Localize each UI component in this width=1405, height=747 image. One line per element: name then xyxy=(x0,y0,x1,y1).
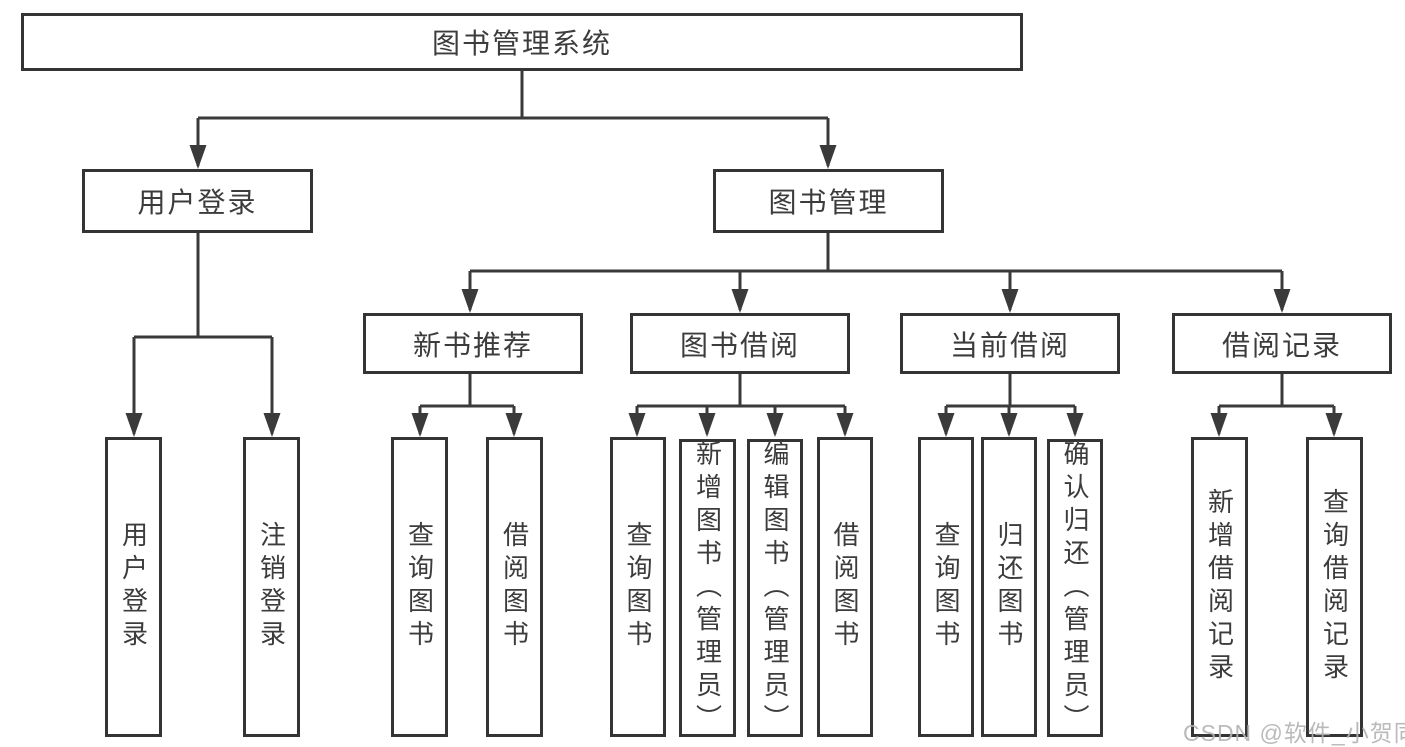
leaf-query-books-borrowing: 查询图书 xyxy=(610,437,666,737)
leaf-confirm-return-admin: 确认归还（管理员） xyxy=(1047,439,1103,737)
arrow-down-icon xyxy=(189,145,837,169)
leaf-return-books: 归还图书 xyxy=(981,437,1037,737)
leaf-borrow-books: 借阅图书 xyxy=(817,437,873,737)
node-user-login: 用户登录 xyxy=(82,169,313,233)
leaf-borrow-books-recommend: 借阅图书 xyxy=(486,437,543,737)
node-new-book-recommend-label: 新书推荐 xyxy=(412,329,533,361)
node-book-management-label: 图书管理 xyxy=(768,187,889,218)
connector-current-borrowing-to-leaves xyxy=(937,374,1084,437)
node-current-borrowing-label: 当前借阅 xyxy=(949,329,1070,361)
leaf-return-books-label: 归还图书 xyxy=(994,521,1024,653)
connector-new-book-recommend-to-leaves xyxy=(411,374,523,437)
leaf-add-borrow-record-label: 新增借阅记录 xyxy=(1204,488,1235,686)
leaf-query-borrow-record: 查询借阅记录 xyxy=(1306,437,1363,737)
leaf-query-books-current: 查询图书 xyxy=(918,437,974,737)
connector-borrowing-records-to-leaves xyxy=(1210,374,1343,437)
leaf-query-books-borrowing-label: 查询图书 xyxy=(623,521,653,653)
csdn-watermark: CSDN @软件_小贺同学 xyxy=(1183,720,1405,746)
arrow-down-icon xyxy=(628,413,854,437)
arrow-down-icon xyxy=(1210,413,1343,437)
connector-root-to-level2 xyxy=(189,71,837,169)
node-root-label: 图书管理系统 xyxy=(431,28,612,59)
node-book-borrowing: 图书借阅 xyxy=(630,313,850,374)
leaf-query-borrow-record-label: 查询借阅记录 xyxy=(1319,488,1350,686)
leaf-borrow-books-recommend-label: 借阅图书 xyxy=(499,521,530,653)
node-book-management: 图书管理 xyxy=(713,169,944,233)
node-user-login-label: 用户登录 xyxy=(137,187,258,218)
leaf-add-books-admin-label: 新增图书（管理员） xyxy=(692,439,723,737)
leaf-query-books-current-label: 查询图书 xyxy=(931,521,961,653)
node-current-borrowing: 当前借阅 xyxy=(900,313,1120,374)
arrow-down-icon xyxy=(461,289,1291,313)
leaf-edit-books-admin: 编辑图书（管理员） xyxy=(747,439,803,737)
leaf-add-borrow-record: 新增借阅记录 xyxy=(1191,437,1248,737)
leaf-edit-books-admin-label: 编辑图书（管理员） xyxy=(760,439,790,737)
leaf-add-books-admin: 新增图书（管理员） xyxy=(679,439,736,737)
leaf-logout-label: 注销登录 xyxy=(256,521,287,653)
leaf-query-books-recommend: 查询图书 xyxy=(391,437,448,737)
node-new-book-recommend: 新书推荐 xyxy=(363,313,583,374)
leaf-user-login-label: 用户登录 xyxy=(118,521,149,653)
leaf-confirm-return-admin-label: 确认归还（管理员） xyxy=(1060,439,1090,737)
arrow-down-icon xyxy=(411,413,523,437)
node-borrowing-records-label: 借阅记录 xyxy=(1221,329,1342,361)
node-borrowing-records: 借阅记录 xyxy=(1172,313,1392,374)
arrow-down-icon xyxy=(125,413,281,437)
leaf-query-books-recommend-label: 查询图书 xyxy=(404,521,435,653)
connector-book-borrowing-to-leaves xyxy=(628,374,854,437)
leaf-borrow-books-label: 借阅图书 xyxy=(830,521,860,653)
leaf-user-login: 用户登录 xyxy=(105,437,162,737)
connector-book-management-to-level3 xyxy=(461,233,1291,313)
node-book-borrowing-label: 图书借阅 xyxy=(679,329,800,361)
arrow-down-icon xyxy=(937,413,1084,437)
leaf-logout: 注销登录 xyxy=(243,437,300,737)
connector-user-login-to-leaves xyxy=(125,233,281,437)
node-root: 图书管理系统 xyxy=(21,13,1023,71)
